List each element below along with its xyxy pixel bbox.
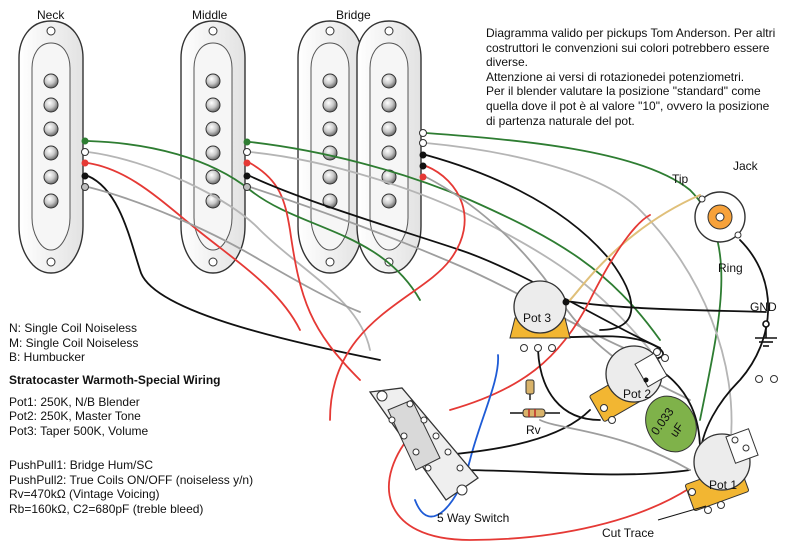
pushpull-line: PushPull1: Bridge Hum/SC: [9, 458, 154, 472]
pot3-volume: [509, 280, 571, 352]
pot2-label: Pot 2: [623, 387, 651, 401]
middle-label: Middle: [192, 8, 228, 22]
wire-pot1-gray: [539, 419, 691, 471]
output-jack: [694, 191, 746, 243]
pot-spec-line: Pot3: Taper 500K, Volume: [9, 423, 149, 438]
wire-middle-black: [249, 175, 661, 349]
rv-label: Rv: [526, 423, 541, 437]
middle-pickup: [180, 20, 246, 274]
ground-symbol: [755, 320, 777, 347]
wire-middle-green: [249, 141, 661, 341]
lead-terminals: [81, 129, 427, 191]
capacitor-unit: uF: [667, 420, 687, 440]
wire-middle-red: [249, 162, 361, 381]
pot-spec-line: Pot1: 250K, N/B Blender: [9, 394, 140, 409]
wire-black-to-pot2-right: [659, 369, 701, 451]
note-line: diverse.: [486, 55, 529, 70]
note-line: quella dove il pot è al valore "10", ovv…: [486, 98, 770, 113]
bridge-label: Bridge: [336, 8, 371, 22]
note-line: costruttori le convenzioni sui colori po…: [486, 40, 770, 55]
pushpull-line: PushPull2: True Coils ON/OFF (noiseless …: [9, 472, 254, 487]
switch-label: 5 Way Switch: [437, 511, 509, 525]
legend-line: B: Humbucker: [9, 350, 86, 365]
wire-black-gnd: [559, 299, 767, 313]
wire-switch-red1: [449, 214, 651, 411]
legend-line: N: Single Coil Noiseless: [9, 321, 138, 335]
jack-ring-label: Ring: [718, 261, 743, 275]
note-text: Diagramma valido per pickups Tom Anderso…: [486, 26, 775, 128]
cut-trace-label: Cut Trace: [602, 526, 654, 540]
wire-jack-ring: [699, 239, 770, 461]
pickup-legend: N: Single Coil Noiseless M: Single Coil …: [9, 321, 138, 365]
pot1-blender: [685, 428, 759, 514]
pot-spec-line: Pot2: 250K, Master Tone: [9, 409, 141, 424]
wire-jack-tip: [569, 194, 701, 301]
note-line: Per il blender valutare la posizione "st…: [486, 84, 761, 99]
wire-neck-green: [87, 140, 421, 301]
resistor-rv: [510, 379, 560, 418]
pushpull-specs: PushPull1: Bridge Hum/SC PushPull2: True…: [9, 458, 253, 516]
jack-tip-label: Tip: [672, 172, 689, 186]
wire-middle-white: [249, 151, 651, 351]
pot3-label: Pot 3: [523, 311, 551, 325]
wire-bridge-red: [329, 165, 466, 421]
note-line: Attenzione ai versi di rotazionedei pote…: [486, 69, 745, 84]
legend-line: M: Single Coil Noiseless: [9, 335, 139, 350]
wire-neck-gray: [87, 186, 361, 313]
wire-switch-black2: [444, 409, 591, 456]
wire-pot3-lug: [537, 349, 601, 421]
wire-neck-red: [87, 162, 301, 331]
wire-switch-black: [454, 469, 691, 476]
five-way-switch: [368, 387, 479, 501]
capacitor: [645, 395, 697, 453]
bridge-pickup: [297, 20, 422, 274]
wiring-title: Stratocaster Warmoth-Special Wiring: [9, 373, 221, 387]
cut-trace-pointer: [657, 505, 707, 521]
jack-label: Jack: [733, 159, 759, 173]
neck-pole-pieces: [43, 73, 59, 209]
pushpull-line: Rb=160kΩ, C2=680pF (treble bleed): [9, 501, 204, 516]
wire-switch-blue: [414, 354, 499, 518]
wire-neck-black: [87, 175, 381, 361]
wire-bridge-white: [425, 142, 733, 451]
note-line: di partenza naturale del pot.: [486, 113, 635, 128]
note-line: Diagramma valido per pickups Tom Anderso…: [486, 26, 776, 40]
pot2-tone: [589, 345, 669, 424]
middle-pole-pieces: [205, 73, 221, 209]
neck-pickup: [18, 20, 84, 274]
wire-bridge-green: [425, 132, 723, 421]
pot1-label: Pot 1: [709, 478, 737, 492]
wire-bridge-black1: [425, 154, 633, 331]
gnd-label: GND: [750, 300, 777, 314]
wire-neck-white: [87, 151, 371, 351]
pot-specs: Stratocaster Warmoth-Special Wiring Pot1…: [9, 373, 221, 438]
wire-switch-red2: [388, 429, 691, 541]
neck-label: Neck: [37, 8, 65, 22]
spare-holes: [755, 375, 778, 383]
pushpull-line: Rv=470kΩ (Vintage Voicing): [9, 487, 160, 502]
wire-middle-gray: [249, 186, 641, 356]
